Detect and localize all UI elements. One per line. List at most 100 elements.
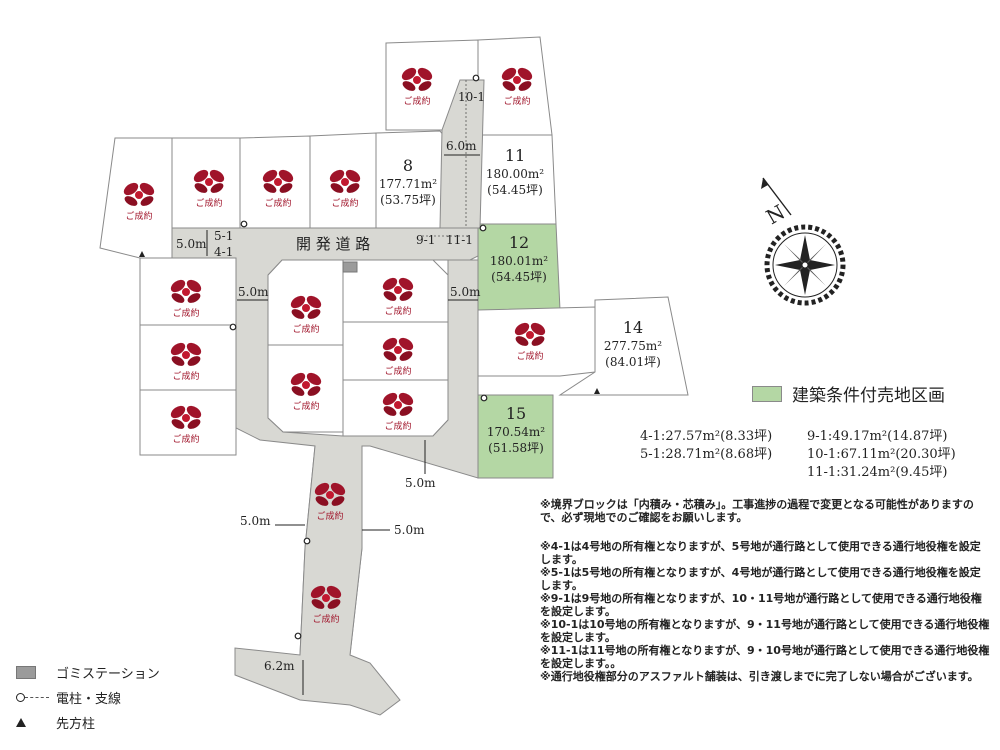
sold-ribbon-icon: ご成約 [382,337,414,377]
lot-f [477,36,553,136]
north-access-road [439,79,485,229]
svg-text:(84.01坪): (84.01坪) [605,355,661,369]
svg-text:15: 15 [506,404,526,423]
dimension-label: 5.0m [394,523,425,537]
legend-gomi: ゴミステーション [16,660,160,685]
pole-icon [229,323,237,331]
parcel-label-4-1: 4-1 [214,245,233,259]
easement-area-table: 4-1:27.57m²(8.33坪) 9-1:49.17m²(14.87坪) 5… [640,428,974,482]
gomi-station-icon [16,666,36,679]
parcel-label-5-1: 5-1 [214,229,233,243]
svg-text:277.75m²: 277.75m² [604,339,662,353]
dimension-label: 5.0m [238,285,269,299]
pole-icon [472,74,480,82]
lot-14-info: 14 277.75m² (84.01坪) [604,318,662,369]
lot-11-info: 11 180.00m² (54.45坪) [486,146,544,197]
legend-guy-pole: 先方柱 [16,710,160,735]
sold-label: ご成約 [516,350,543,362]
dimension-label: 6.2m [264,659,295,673]
area-row: 11-1:31.24m²(9.45坪) [807,465,948,480]
legend-pole: 電柱・支線 [16,685,160,710]
main-road [171,223,479,716]
sold-ribbon-icon: ご成約 [501,67,533,107]
sold-label: ご成約 [195,197,222,209]
note-asphalt: ※通行地役権部分のアスファルト舗装は、引き渡しまでに完了しない場合がございます。 [540,670,979,683]
compass-north-label: N [762,200,789,230]
legend-key: 建築条件付売地区画 [752,381,945,406]
sold-label: ご成約 [403,95,430,107]
note-easement-4-1: ※4-1は4号地の所有権となりますが、5号地が通行路として使用できる通行地役権を… [540,540,981,566]
sold-ribbon-icon: ご成約 [170,405,202,445]
sold-label: ご成約 [172,433,199,445]
sold-label: ご成約 [172,370,199,382]
sold-label: ご成約 [264,197,291,209]
notes: ※境界ブロックは「内積み・芯積み」。工事進捗の過程で変更となる可能性がありますの… [540,498,990,683]
sold-ribbon-icon: ご成約 [314,482,346,522]
pole-icon [16,693,49,702]
svg-text:8: 8 [403,156,413,175]
lot-8-info: 8 177.71m² (53.75坪) [379,156,437,207]
svg-text:(54.45坪): (54.45坪) [491,270,547,284]
guy-pole-icon [16,718,26,727]
dimension-label: 5.0m [450,285,481,299]
pole-icon [479,224,487,232]
svg-text:170.54m²: 170.54m² [487,425,545,439]
compass-rose-icon [761,177,846,306]
road-name: 開 発 道 路 [296,235,370,253]
sold-ribbon-icon: ご成約 [401,67,433,107]
guy-pole-icon [139,251,145,257]
sold-label: ご成約 [384,365,411,377]
pole-icon [294,632,302,640]
sold-label: ご成約 [503,95,530,107]
parcel-label-10-1: 10-1 [458,90,485,104]
dimension-label: 5.0m [405,476,436,490]
sold-ribbon-icon: ご成約 [170,279,202,319]
sold-ribbon-icon: ご成約 [170,342,202,382]
note-easement-9-1: ※9-1は9号地の所有権となりますが、10・11号地が通行路として使用できる通行… [540,592,982,618]
svg-text:(54.45坪): (54.45坪) [487,183,543,197]
sold-ribbon-icon: ご成約 [514,322,546,362]
area-row: 4-1:27.57m²(8.33坪) 9-1:49.17m²(14.87坪) [640,429,948,444]
sold-ribbon-icon: ご成約 [290,295,322,335]
sold-ribbon-icon: ご成約 [193,169,225,209]
sold-label: ご成約 [312,613,339,625]
gomi-station [342,261,358,273]
sold-ribbon-icon: ご成約 [382,392,414,432]
pole-icon [480,394,488,402]
pole-icon [240,220,248,228]
lot-14 [558,296,689,396]
pole-icon [303,537,311,545]
legend-swatch [752,385,782,402]
sold-label: ご成約 [292,323,319,335]
roads [171,79,485,716]
sold-label: ご成約 [384,305,411,317]
sold-label: ご成約 [384,420,411,432]
svg-text:177.71m²: 177.71m² [379,177,437,191]
svg-text:11: 11 [505,146,525,165]
dimension-label: 5.0m [240,514,271,528]
sold-ribbon-icon: ご成約 [262,169,294,209]
note-easement-11-1: ※11-1は11号地の所有権となりますが、9・10号地が通行路として使用できる通… [540,644,990,670]
lot-a [99,137,173,259]
sold-ribbon-icon: ご成約 [123,182,155,222]
note-easement-10-1: ※10-1は10号地の所有権となりますが、9・11号地が通行路として使用できる通… [540,618,990,644]
svg-text:180.00m²: 180.00m² [486,167,544,181]
svg-text:(51.58坪): (51.58坪) [488,441,544,455]
sold-label: ご成約 [316,510,343,522]
sold-label: ご成約 [331,197,358,209]
parcel-label-9-1: 9-1 [416,233,435,247]
dimension-label: 5.0m [176,237,207,251]
sold-label: ご成約 [172,307,199,319]
area-row: 5-1:28.71m²(8.68坪) 10-1:67.11m²(20.30坪) [640,447,956,462]
dimension-label: 6.0m [446,139,477,153]
svg-text:14: 14 [623,318,643,337]
symbol-legend: ゴミステーション 電柱・支線 先方柱 [16,660,160,735]
svg-text:180.01m²: 180.01m² [490,254,548,268]
dimension-lines [206,80,480,695]
legend-key-label: 建築条件付売地区画 [792,386,945,406]
sold-label: ご成約 [292,400,319,412]
sold-ribbon-icon: ご成約 [329,169,361,209]
note-boundary-block: ※境界ブロックは「内積み・芯積み」。工事進捗の過程で変更となる可能性がありますの… [540,498,974,524]
sold-label: ご成約 [125,210,152,222]
